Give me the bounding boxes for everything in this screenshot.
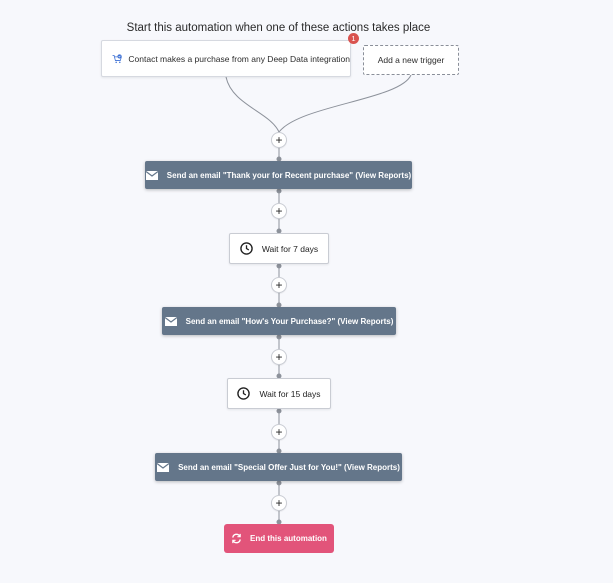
email-step-hows-your-purchase[interactable]: Send an email "How's Your Purchase?" (Vi… xyxy=(162,307,396,335)
trigger-connector-right xyxy=(278,74,412,133)
trigger-connector-left xyxy=(225,76,280,133)
email-step-label: Send an email "Special Offer Just for Yo… xyxy=(178,462,400,472)
add-new-trigger-button[interactable]: Add a new trigger xyxy=(363,45,459,75)
envelope-icon xyxy=(157,462,170,472)
add-step-button[interactable]: + xyxy=(271,277,287,293)
end-automation-label: End this automation xyxy=(250,534,327,543)
add-step-button[interactable]: + xyxy=(271,349,287,365)
add-step-button[interactable]: + xyxy=(271,132,287,148)
clock-icon xyxy=(237,387,251,400)
shopping-cart-icon xyxy=(112,53,122,63)
wait-step-7-days[interactable]: Wait for 7 days xyxy=(229,233,329,264)
wait-step-label: Wait for 15 days xyxy=(259,388,321,399)
add-step-button[interactable]: + xyxy=(271,495,287,511)
add-step-button[interactable]: + xyxy=(271,424,287,440)
wait-step-15-days[interactable]: Wait for 15 days xyxy=(227,378,331,409)
envelope-icon xyxy=(145,170,158,180)
envelope-icon xyxy=(164,316,177,326)
add-step-button[interactable]: + xyxy=(271,203,287,219)
notification-badge: 1 xyxy=(348,33,359,44)
email-step-thank-you[interactable]: Send an email "Thank your for Recent pur… xyxy=(145,161,412,189)
email-step-special-offer[interactable]: Send an email "Special Offer Just for Yo… xyxy=(155,453,402,481)
trigger-card[interactable]: Contact makes a purchase from any Deep D… xyxy=(101,40,351,77)
refresh-icon xyxy=(232,533,241,544)
email-step-label: Send an email "How's Your Purchase?" (Vi… xyxy=(185,316,394,326)
badge-count: 1 xyxy=(351,34,355,43)
end-automation-step[interactable]: End this automation xyxy=(224,524,334,553)
wait-step-label: Wait for 7 days xyxy=(261,243,319,254)
clock-icon xyxy=(240,242,253,255)
trigger-label: Contact makes a purchase from any Deep D… xyxy=(128,53,350,64)
email-step-label: Send an email "Thank your for Recent pur… xyxy=(166,170,412,180)
automation-heading: Start this automation when one of these … xyxy=(126,22,431,34)
